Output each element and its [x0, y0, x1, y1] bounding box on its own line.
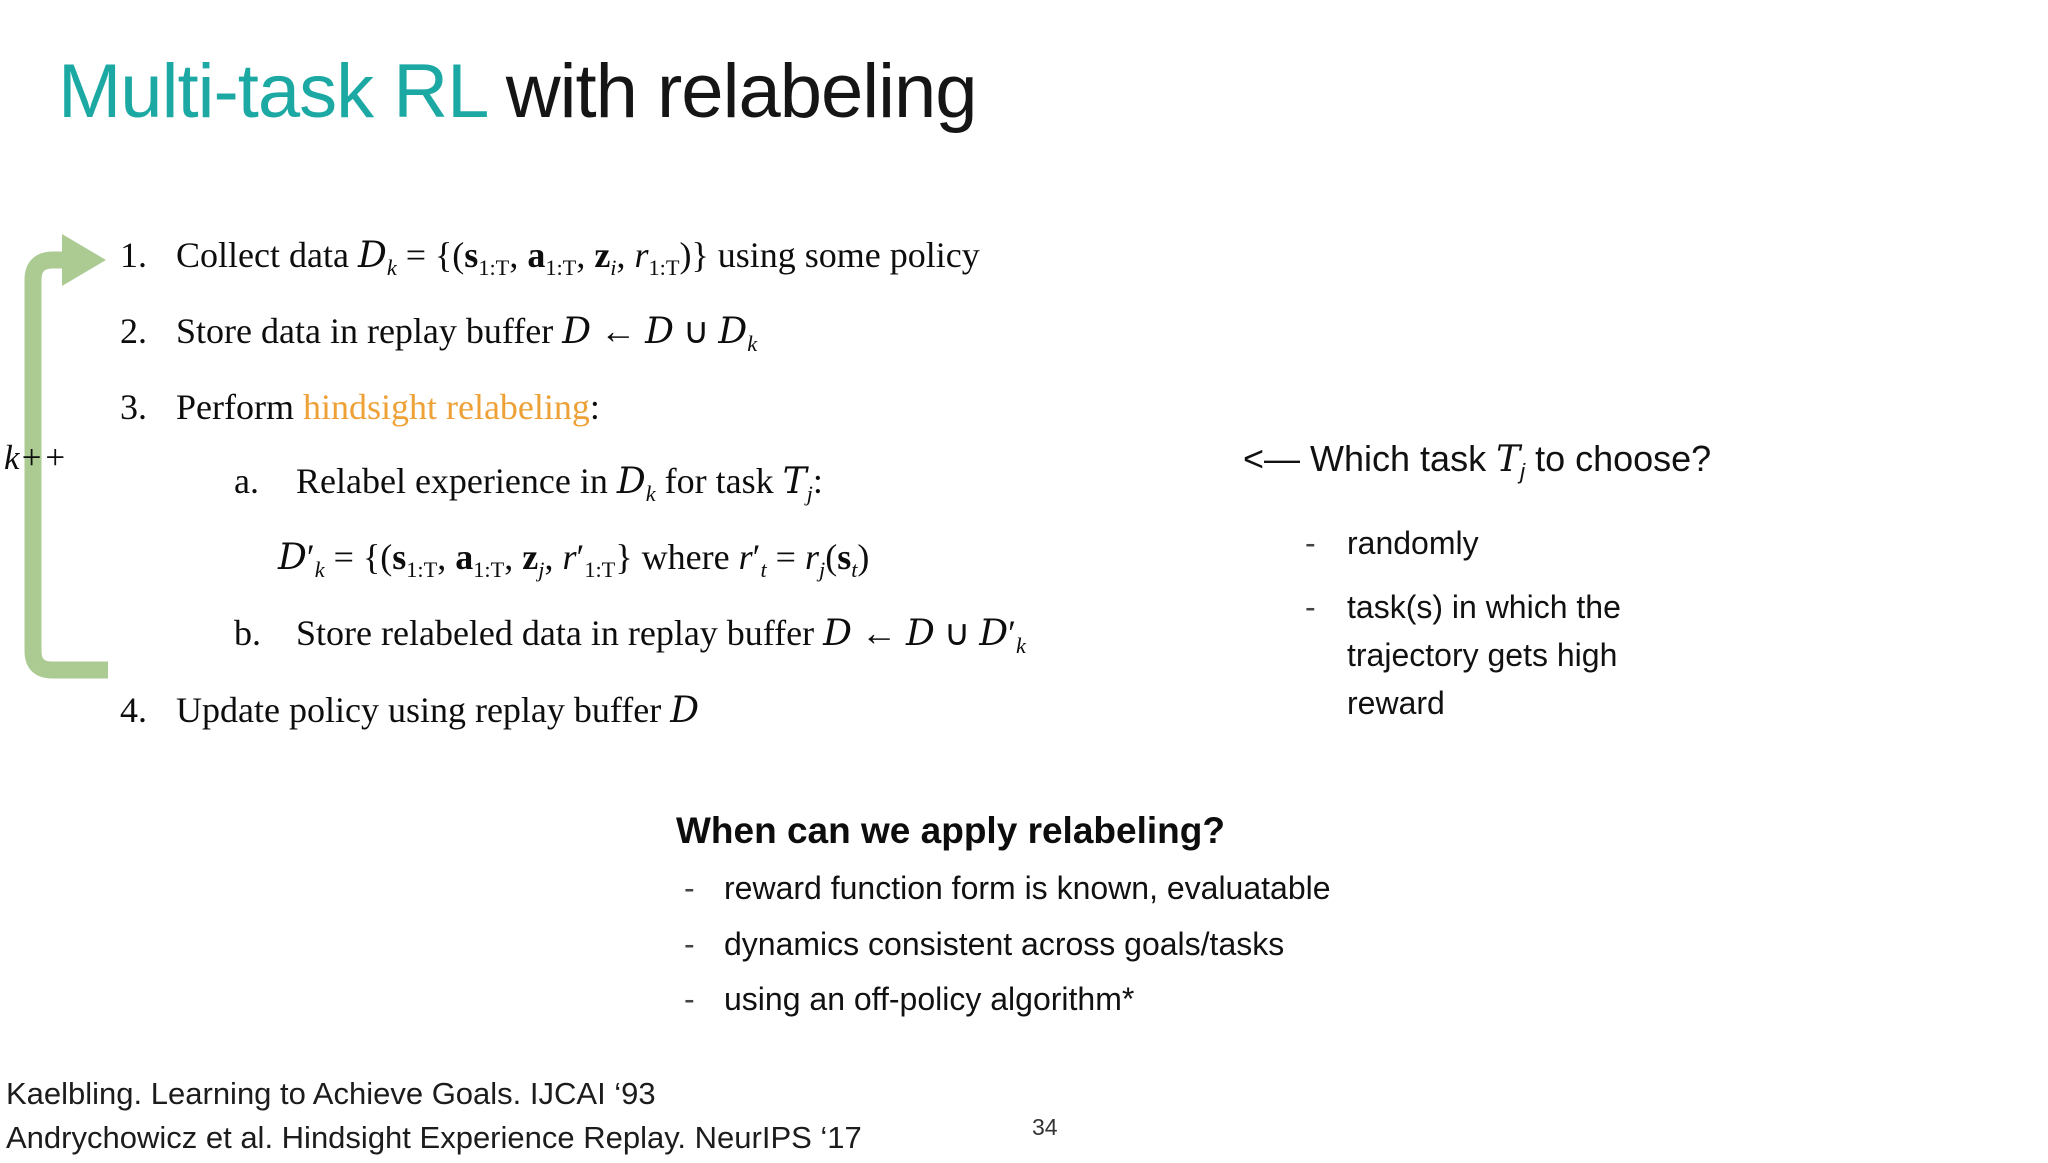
- step-3a: a. Relabel experience in Dk for task Tj:: [234, 458, 1380, 508]
- dash-marker: -: [684, 925, 695, 962]
- dash-marker: -: [1305, 524, 1316, 561]
- reference-line: Kaelbling. Learning to Achieve Goals. IJ…: [6, 1076, 656, 1112]
- algorithm-steps: 1. Collect data Dk = {(s1:T, a1:T, zi, r1…: [120, 232, 1380, 760]
- list-item: - dynamics consistent across goals/tasks: [684, 924, 1464, 966]
- apply-conditions: When can we apply relabeling? - reward f…: [676, 810, 1496, 1035]
- step-number: 4.: [120, 689, 147, 730]
- step-1: 1. Collect data Dk = {(s1:T, a1:T, zi, r1…: [120, 232, 1380, 282]
- list-item-text: using an off-policy algorithm*: [724, 981, 1135, 1018]
- task-choice-note: <— Which task Tj to choose? - randomly -…: [1243, 438, 1803, 743]
- step-number: a.: [234, 460, 259, 501]
- step-number: 2.: [120, 311, 147, 352]
- step-4: 4. Update policy using replay buffer D: [120, 687, 1380, 735]
- step-number: 1.: [120, 235, 147, 275]
- apply-conditions-list: - reward function form is known, evaluat…: [684, 868, 1464, 1021]
- step-text: Store relabeled data in replay buffer D …: [296, 613, 1026, 659]
- step-text: Relabel experience in Dk for task Tj:: [296, 460, 823, 506]
- task-choice-heading: <— Which task Tj to choose?: [1243, 438, 1712, 484]
- step-number: 3.: [120, 387, 147, 428]
- references: Kaelbling. Learning to Achieve Goals. IJ…: [6, 1072, 862, 1159]
- list-item-text: randomly: [1347, 524, 1479, 561]
- step-number: b.: [234, 613, 261, 654]
- list-item: - using an off-policy algorithm*: [684, 979, 1464, 1021]
- list-item-text: task(s) in which the trajectory gets hig…: [1347, 588, 1621, 721]
- loop-arrow-icon: [24, 234, 108, 679]
- relabel-formula: D′k = {(s1:T, a1:T, zj, r′1:T} where r′t…: [278, 534, 1380, 584]
- title-highlight: Multi-task RL: [58, 49, 487, 134]
- reference-line: Andrychowicz et al. Hindsight Experience…: [6, 1119, 862, 1155]
- list-item-text: dynamics consistent across goals/tasks: [724, 925, 1285, 962]
- task-choice-list: - randomly - task(s) in which the trajec…: [1305, 519, 1715, 727]
- list-item: - task(s) in which the trajectory gets h…: [1305, 583, 1715, 727]
- step-text: Store data in replay buffer D ← D ∪ Dk: [176, 311, 758, 357]
- title-rest: with relabeling: [485, 49, 978, 134]
- page-number: 34: [1032, 1114, 1058, 1140]
- formula-text: D′k = {(s1:T, a1:T, zj, r′1:T} where r′t…: [278, 537, 870, 583]
- loop-counter-label: k++: [4, 438, 67, 477]
- list-item: - randomly: [1305, 519, 1715, 567]
- step-2: 2. Store data in replay buffer D ← D ∪ Dk: [120, 308, 1380, 358]
- list-item-text: reward function form is known, evaluatab…: [724, 870, 1331, 906]
- step-text: Perform hindsight relabeling:: [176, 387, 600, 428]
- dash-marker: -: [1305, 588, 1316, 625]
- dash-marker: -: [684, 981, 695, 1018]
- step-3: 3. Perform hindsight relabeling:: [120, 384, 1380, 432]
- list-item: - reward function form is known, evaluat…: [684, 868, 1464, 910]
- step-3b: b. Store relabeled data in replay buffer …: [234, 610, 1380, 660]
- step-text: Collect data Dk = {(s1:T, a1:T, zi, r1:T…: [176, 235, 980, 280]
- step-text: Update policy using replay buffer D: [176, 689, 700, 731]
- dash-marker: -: [684, 870, 695, 906]
- page-title: Multi-task RL with relabeling: [58, 49, 978, 134]
- apply-conditions-heading: When can we apply relabeling?: [676, 810, 1225, 851]
